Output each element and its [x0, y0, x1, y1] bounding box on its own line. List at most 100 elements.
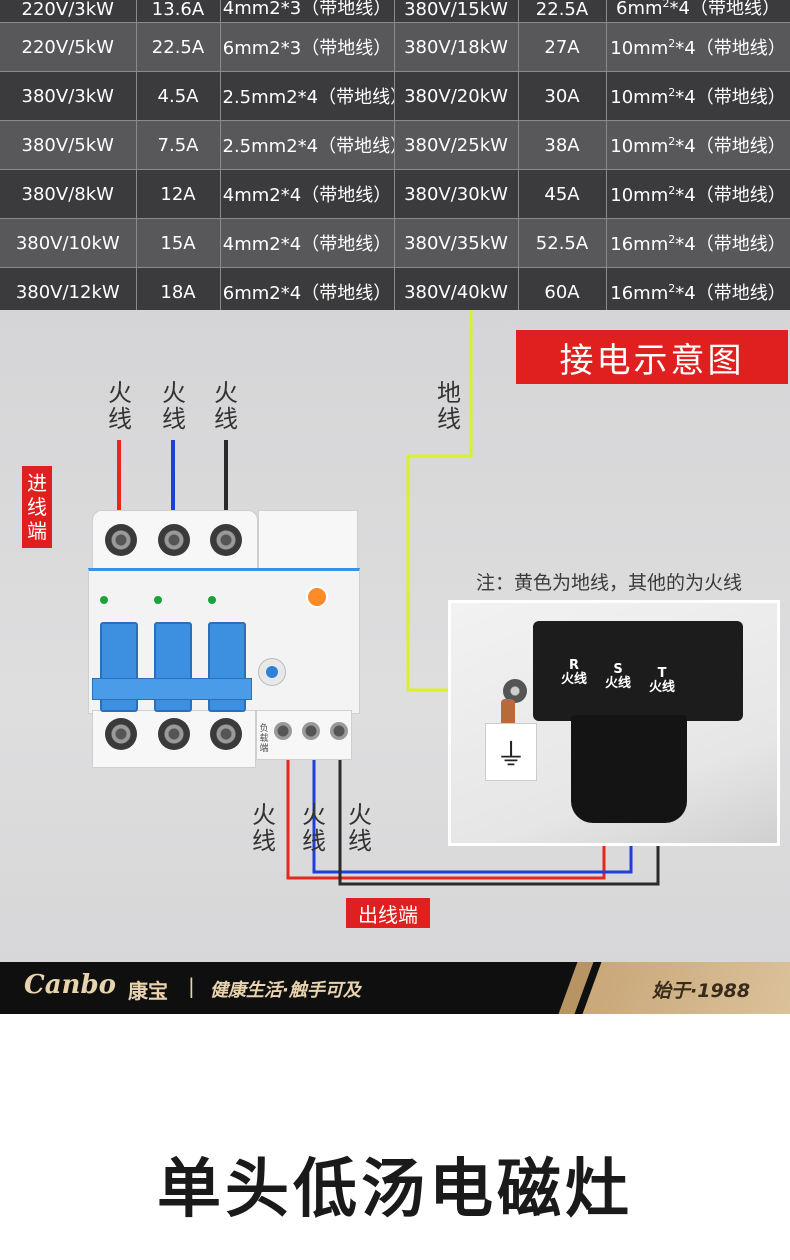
outlet-tag: 出线端 [346, 898, 430, 928]
terminal-r-text: 火线 [561, 672, 588, 687]
breaker-indicator-2 [154, 596, 162, 604]
output-wire-red [286, 750, 606, 880]
rcd-indicator-dot [266, 666, 278, 678]
spec-cell: 38A [518, 120, 607, 170]
brand-slogan: 健康生活·触手可及 [210, 980, 361, 1001]
input-screw-2 [158, 524, 190, 556]
spec-cell: 18A [136, 267, 221, 317]
inlet-tag: 进线端 [22, 466, 52, 548]
brand-bar: Canbo 康宝 | 健康生活·触手可及 始于·1988 [0, 962, 790, 1014]
spec-cell: 10mm2*4（带地线） [606, 169, 790, 219]
terminal-block: R 火线 S 火线 T 火线 [533, 621, 743, 721]
spec-cell: 2.5mm2*4（带地线） [220, 71, 395, 121]
ground-wire-label: 地线 [437, 379, 461, 433]
circuit-breaker: 负载端 [88, 510, 360, 770]
spec-cell: 6mm2*4（带地线） [220, 267, 395, 317]
wiring-lines [117, 310, 660, 886]
output-screw-3 [210, 718, 242, 750]
spec-cell: 220V/5kW [0, 22, 137, 72]
spec-cell: 380V/40kW [394, 267, 519, 317]
spec-cell: 22.5A [518, 0, 607, 23]
connector-photo: R 火线 S 火线 T 火线 ⏚ [448, 600, 780, 846]
brand-separator: | [188, 974, 195, 998]
spec-cell: 380V/5kW [0, 120, 137, 170]
output-screw-1 [105, 718, 137, 750]
ground-wire [406, 310, 512, 692]
breaker-toggle-bar [92, 678, 252, 700]
spec-cell: 380V/18kW [394, 22, 519, 72]
spec-cell: 27A [518, 22, 607, 72]
breaker-indicator-3 [208, 596, 216, 604]
spec-cell: 22.5A [136, 22, 221, 72]
output-screw-2 [158, 718, 190, 750]
output-wire-blue [312, 750, 633, 874]
load-screw-3 [330, 722, 348, 740]
terminal-r: R 火线 [561, 659, 587, 687]
terminal-s-letter: S [613, 662, 623, 677]
spec-cell: 380V/3kW [0, 71, 137, 121]
breaker-rcd-top [258, 510, 358, 570]
input-live-label-1: 火线 [108, 379, 132, 433]
spec-cell: 380V/8kW [0, 169, 137, 219]
spec-cell: 220V/3kW [0, 0, 137, 23]
spec-cell: 6mm2*4（带地线） [606, 0, 790, 23]
diagram-title: 接电示意图 [516, 330, 788, 384]
spec-cell: 13.6A [136, 0, 221, 23]
spec-cell: 380V/20kW [394, 71, 519, 121]
spec-cell: 2.5mm2*4（带地线） [220, 120, 395, 170]
spec-cell: 30A [518, 71, 607, 121]
output-wire-black [338, 750, 660, 886]
output-live-label-2: 火线 [302, 801, 326, 855]
terminal-s-text: 火线 [605, 676, 632, 691]
ground-symbol-icon: ⏚ [485, 723, 537, 781]
canbo-logo-cn: 康宝 [128, 979, 168, 1003]
spec-cell: 7.5A [136, 120, 221, 170]
spec-cell: 45A [518, 169, 607, 219]
spec-cell: 380V/10kW [0, 218, 137, 268]
wiring-diagram: 接电示意图 火线 火线 火线 地线 进线端 负载端 火线 火线 火线 出线端 [0, 310, 790, 962]
product-title: 单头低汤电磁灶 [157, 1153, 633, 1227]
spec-cell: 380V/35kW [394, 218, 519, 268]
spec-cell: 10mm2*4（带地线） [606, 120, 790, 170]
terminal-t-text: 火线 [649, 680, 676, 695]
spec-cell: 4mm2*4（带地线） [220, 169, 395, 219]
input-screw-3 [210, 524, 242, 556]
input-screw-1 [105, 524, 137, 556]
spec-cell: 60A [518, 267, 607, 317]
load-terminal-label: 负载端 [259, 724, 269, 754]
spec-cell: 16mm2*4（带地线） [606, 267, 790, 317]
spec-cell: 15A [136, 218, 221, 268]
output-live-label-3: 火线 [348, 801, 372, 855]
spec-cell: 380V/25kW [394, 120, 519, 170]
breaker-indicator-1 [100, 596, 108, 604]
spec-cell: 12A [136, 169, 221, 219]
output-live-label-1: 火线 [252, 801, 276, 855]
spec-cell: 16mm2*4（带地线） [606, 218, 790, 268]
terminal-r-letter: R [569, 658, 580, 673]
terminal-s: S 火线 [605, 663, 631, 691]
spec-cell: 380V/12kW [0, 267, 137, 317]
spec-cell: 10mm2*4（带地线） [606, 22, 790, 72]
terminal-t: T 火线 [649, 667, 675, 695]
spec-cell: 6mm2*3（带地线） [220, 22, 395, 72]
input-live-label-2: 火线 [162, 379, 186, 433]
spec-cell: 10mm2*4（带地线） [606, 71, 790, 121]
spec-cell: 380V/15kW [394, 0, 519, 23]
spec-cell: 4mm2*4（带地线） [220, 218, 395, 268]
spec-cell: 380V/30kW [394, 169, 519, 219]
spec-cell: 52.5A [518, 218, 607, 268]
canbo-logo: Canbo [24, 970, 116, 1000]
connector-neck [571, 715, 687, 823]
terminal-t-letter: T [657, 666, 667, 681]
load-screw-1 [274, 722, 292, 740]
input-live-label-3: 火线 [214, 379, 238, 433]
spec-cell: 4.5A [136, 71, 221, 121]
